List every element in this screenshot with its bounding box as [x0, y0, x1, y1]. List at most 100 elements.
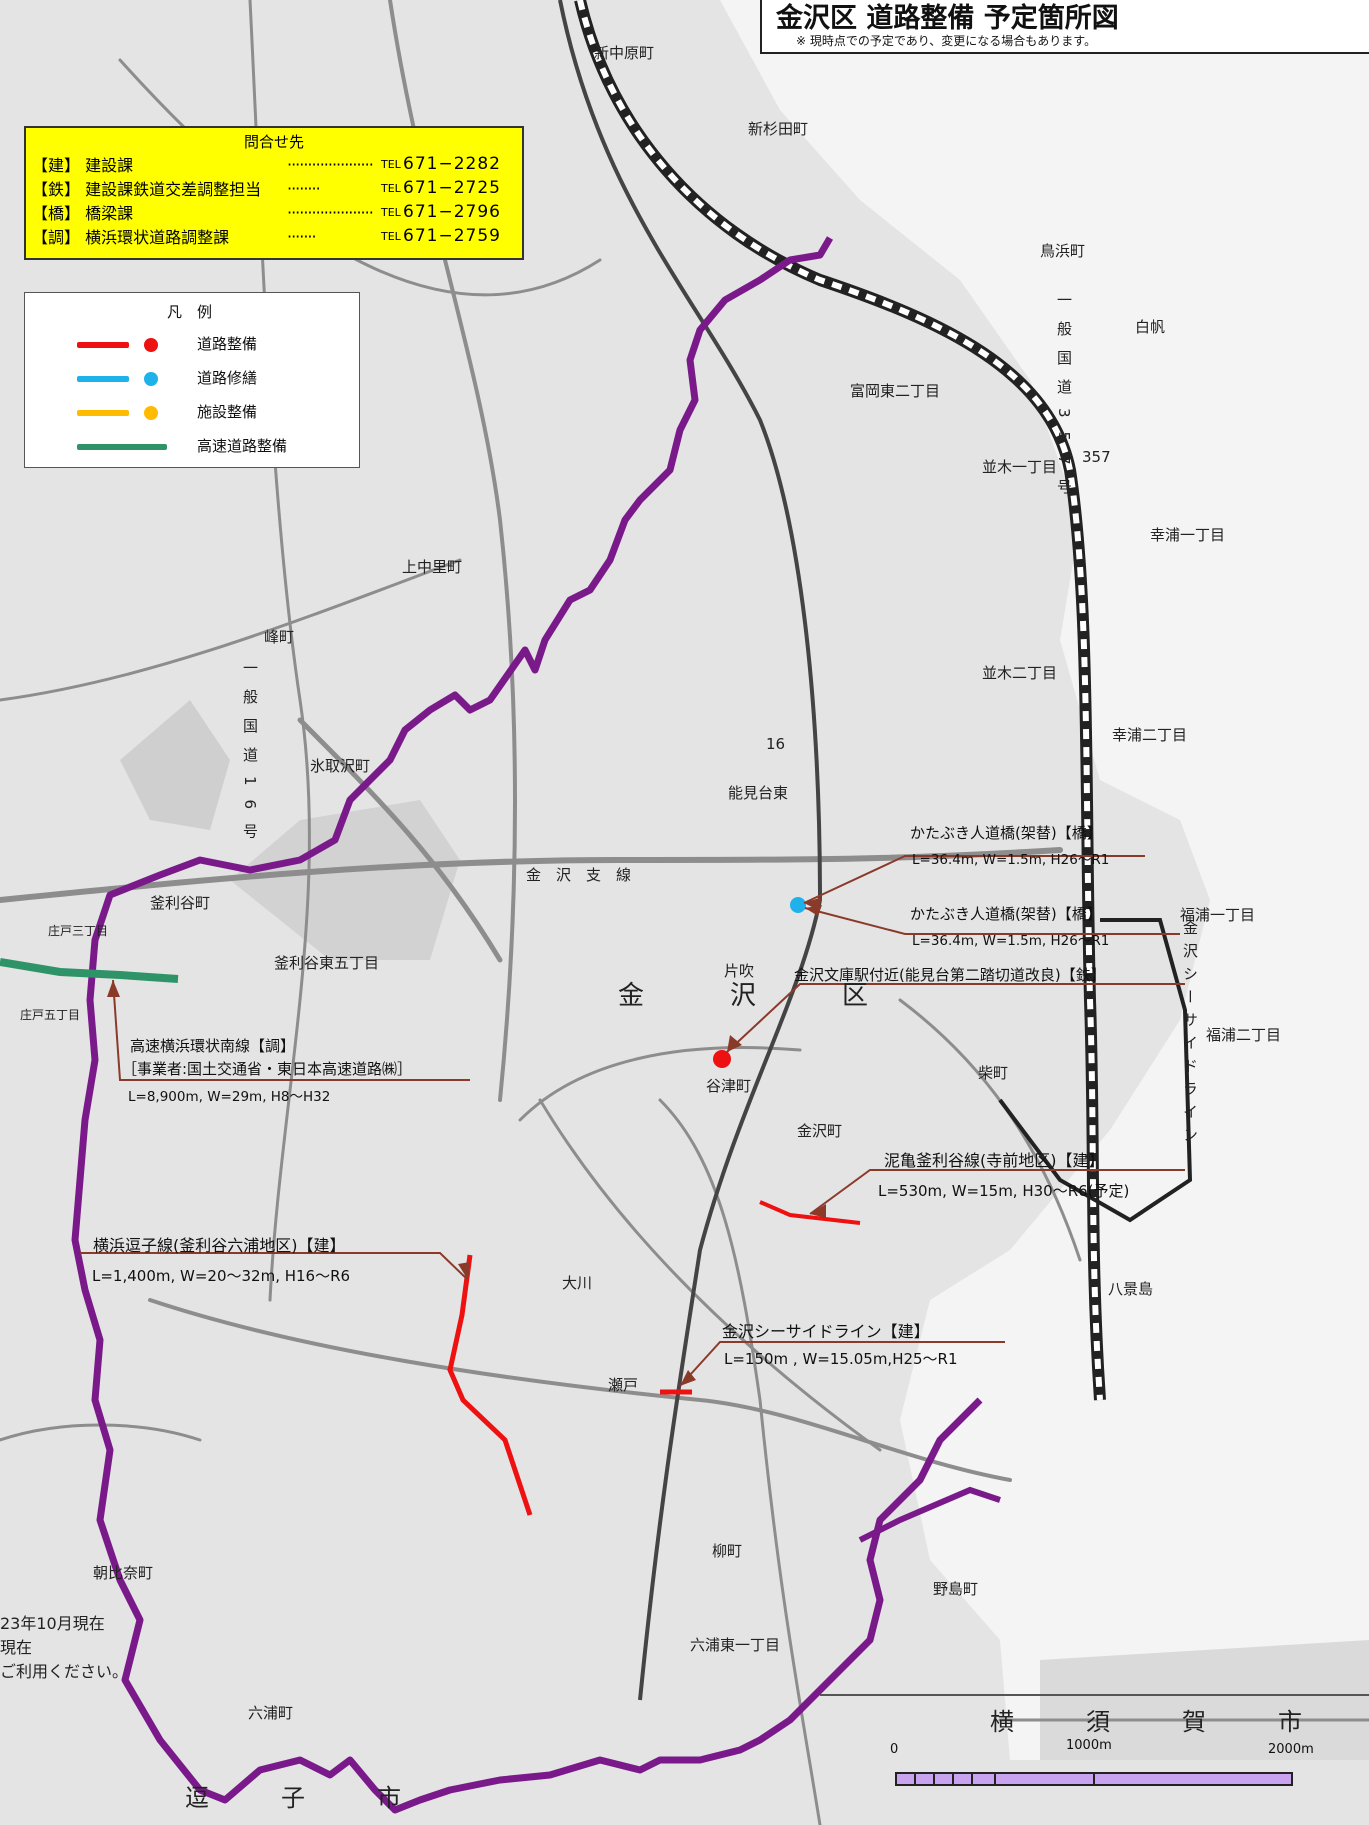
place-label: 福浦二丁目 [1206, 1026, 1282, 1044]
place-label: 谷津町 [706, 1077, 752, 1095]
place-label: 新中原町 [594, 44, 655, 62]
repair-point-katabuki [790, 897, 806, 913]
place-label: 庄戸三丁目 [48, 924, 109, 938]
ward-boundary [71, 236, 983, 1814]
legend-dot-swatch [144, 372, 158, 386]
place-label: 富岡東二丁目 [850, 382, 941, 400]
contact-label: 【建】 建設課 [32, 156, 134, 175]
place-label: 幸浦二丁目 [1112, 726, 1188, 744]
annotation-detail: L=36.4m, W=1.5m, H26〜R1 [912, 933, 1110, 949]
industrial-area [1040, 1640, 1369, 1760]
legend-label: 高速道路整備 [197, 437, 288, 455]
legend-label: 施設整備 [197, 403, 258, 421]
place-label: 氷取沢町 [310, 757, 371, 775]
place-label: 六浦町 [248, 1704, 294, 1722]
road-work-point-kanazawabunko [713, 1050, 731, 1068]
annotation-title: 金沢シーサイドライン【建】 [722, 1322, 930, 1341]
route-label: 16 [766, 735, 786, 753]
place-label: 野島町 [933, 1580, 979, 1598]
place-label: 片吹 [724, 962, 755, 980]
legend-dot-swatch [144, 406, 158, 420]
leader-lines [80, 855, 1185, 1387]
place-label: 釜利谷東五丁目 [274, 954, 380, 972]
seaside-line-label: 金沢シーサイドライン [1181, 920, 1199, 1150]
legend-item-expressway: 高速道路整備 [25, 433, 361, 459]
annotation-title: かたぶき人道橋(架替)【橋】 [910, 824, 1102, 842]
map-subtitle: ※ 現時点での予定であり、変更になる場合もあります。 [796, 34, 1097, 48]
place-label: 庄戸五丁目 [20, 1008, 81, 1022]
leader-arrows [107, 897, 826, 1386]
park-area-2 [120, 700, 230, 830]
scale-label: 2000m [1268, 1742, 1314, 1757]
keikyu-line [558, 0, 823, 1701]
yokosuka-label: 横 須 賀 市 [990, 1708, 1326, 1736]
contact-row: 【建】 建設課 ····················· TEL 671−22… [26, 152, 522, 176]
annotation-detail: L=1,400m, W=20〜32m, H16〜R6 [92, 1267, 351, 1285]
contact-label: 【調】 横浜環状道路調整課 [32, 228, 230, 247]
map-note: 現在 [0, 1638, 33, 1657]
contact-number: 671−2282 [403, 154, 501, 174]
seaside-line [574, 0, 1193, 1401]
road-work-teramae [759, 1200, 861, 1225]
annotation-title: 泥亀釜利谷線(寺前地区)【建】 [884, 1151, 1105, 1170]
legend-line-swatch [77, 376, 129, 382]
contact-number: 671−2796 [403, 202, 501, 222]
contact-label: 【橋】 橋梁課 [32, 204, 134, 223]
place-label: 八景島 [1108, 1280, 1154, 1298]
legend-item-facility: 施設整備 [25, 399, 361, 425]
annotation-detail: L=150m , W=15.05m,H25〜R1 [724, 1350, 958, 1368]
legend-item-repair: 道路修繕 [25, 365, 361, 391]
place-label: 釜利谷町 [150, 894, 211, 912]
annotation-detail: L=530m, W=15m, H30〜R6(予定) [878, 1182, 1130, 1200]
contact-dots: ····················· [287, 154, 374, 174]
annotation-title: 横浜逗子線(釜利谷六浦地区)【建】 [93, 1236, 346, 1255]
sea-area [720, 0, 1369, 1760]
place-label: 能見台東 [728, 784, 789, 802]
ward-name: 金 沢 区 [618, 981, 899, 1011]
place-label: 上中里町 [402, 558, 463, 576]
legend-heading: 凡 例 [167, 303, 213, 321]
route-label: 一般国道16号 [241, 660, 259, 853]
place-label: 峰町 [264, 628, 295, 646]
place-label: 新杉田町 [748, 120, 809, 138]
place-label: 福浦一丁目 [1180, 906, 1256, 924]
tel-icon: TEL [381, 181, 401, 195]
legend-label: 道路修繕 [197, 369, 258, 387]
park-area [230, 800, 460, 960]
place-label: 金沢町 [797, 1122, 843, 1140]
contact-number: 671−2759 [403, 226, 501, 246]
contact-dots: ········ [287, 178, 321, 198]
expressway-minamisen [0, 958, 179, 983]
road-work-yokohama-zushi [447, 1254, 533, 1516]
legend-box: 凡 例 道路整備 道路修繕 施設整備 高速道路整備 [24, 292, 360, 468]
map-note: 23年10月現在 [0, 1614, 105, 1633]
contact-dots: ····················· [287, 202, 374, 222]
annotation-detail: ［事業者:国土交通省・東日本高速道路㈱］ [122, 1060, 413, 1078]
place-label: 白帆 [1135, 318, 1166, 336]
route-label: 一般国道357号 [1055, 292, 1073, 508]
place-label: 幸浦一丁目 [1150, 526, 1226, 544]
place-label: 朝比奈町 [93, 1564, 154, 1582]
place-label: 鳥浜町 [1040, 242, 1086, 260]
place-label: 六浦東一丁目 [690, 1636, 781, 1654]
map-title-box: 金沢区 道路整備 予定箇所図 ※ 現時点での予定であり、変更になる場合もあります… [760, 0, 1369, 54]
contact-heading: 問合せ先 [243, 133, 304, 151]
route-label: 金 沢 支 線 [526, 866, 632, 884]
tel-icon: TEL [381, 157, 401, 171]
legend-label: 道路整備 [197, 335, 258, 353]
annotation-detail: L=36.4m, W=1.5m, H26〜R1 [912, 852, 1110, 868]
place-label: 並木一丁目 [982, 458, 1058, 476]
place-label: 柴町 [978, 1064, 1009, 1082]
legend-line-swatch [77, 342, 129, 348]
legend-line-swatch [77, 410, 129, 416]
place-label: 大川 [562, 1274, 593, 1292]
contact-number: 671−2725 [403, 178, 501, 198]
contact-label: 【鉄】 建設課鉄道交差調整担当 [32, 180, 262, 199]
contact-row: 【鉄】 建設課鉄道交差調整担当 ········ TEL 671−2725 [26, 176, 522, 200]
scale-label: 0 [890, 1742, 899, 1757]
contact-row: 【橋】 橋梁課 ····················· TEL 671−27… [26, 200, 522, 224]
annotation-title: 高速横浜環状南線【調】 [130, 1037, 296, 1055]
legend-dot-swatch [144, 338, 158, 352]
contact-dots: ······· [287, 226, 317, 246]
